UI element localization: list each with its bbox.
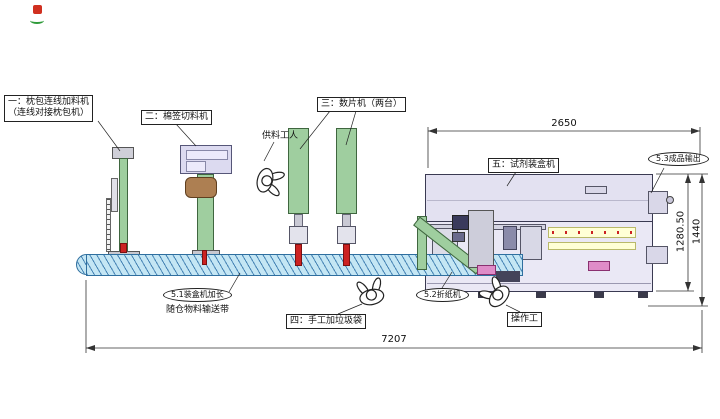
output-bracket-top [648, 191, 668, 214]
counter-a-head [289, 226, 308, 244]
cartoner-leg [638, 292, 648, 298]
callout-cartoner-machine: 五：试剂装盒机 [488, 158, 560, 174]
callout-product-output: 5.3成品输出 [648, 152, 709, 166]
cartoner-mid-box [520, 226, 542, 260]
callout-feeder-line2: （连线对接枕包机） [8, 108, 90, 119]
output-nozzle [666, 196, 674, 204]
logo-signature-icon [30, 17, 44, 24]
counter-a-chute [295, 244, 302, 266]
cartoner-pink-unit [588, 261, 610, 271]
callout-conveyor-line1: 5.1装盒机加长 [163, 288, 232, 302]
cartoner-leg [536, 292, 546, 298]
output-bracket-bottom [646, 246, 668, 264]
counter-b-chute [343, 244, 350, 266]
cartoner-top-band [425, 174, 653, 222]
callout-conveyor-line2: 随仓物料输送带 [166, 305, 230, 315]
counter-a-body [288, 128, 309, 214]
feeder-side-bracket [111, 178, 118, 212]
bag-worker-icon [356, 277, 385, 306]
dim-right-outer-height: 1440 [691, 218, 703, 245]
carton-tray-dots [552, 231, 632, 234]
folder-pink-unit [477, 265, 496, 275]
logo-stamp-icon [33, 5, 42, 14]
cartoner-base-line [427, 283, 651, 284]
cartoner-inner-line [427, 200, 651, 201]
folder-sub-unit [452, 232, 465, 242]
dim-total-length: 7207 [381, 334, 407, 345]
callout-cutter-machine: 二：棉签切料机 [141, 110, 213, 126]
cutter-head-inner2 [186, 161, 206, 172]
callout-feeder-line1: 一：枕包连线加料机 [8, 97, 90, 107]
counter-b-body [336, 128, 357, 214]
callout-feeder-machine: 一：枕包连线加料机 （连线对接枕包机） [4, 95, 94, 122]
folder-head-unit [452, 215, 469, 230]
feeder-column [119, 158, 128, 253]
feeder-worker-icon [256, 167, 285, 197]
cutter-feed-slot [202, 250, 207, 265]
dim-top-width: 2650 [551, 118, 577, 129]
corner-logo [30, 5, 48, 25]
operator-worker-icon [478, 276, 510, 308]
cartoner-leg [594, 292, 604, 298]
cutter-head-box [180, 145, 232, 174]
callout-counter-machine: 三：数片机（两台） [317, 97, 407, 113]
feeder-ruler [106, 198, 111, 252]
callout-feeder-worker: 供料工人 [262, 131, 299, 141]
callout-operator: 操作工 [507, 312, 543, 328]
cutter-cotton-coil [185, 177, 217, 198]
cartoner-mid-unit [503, 226, 517, 250]
dim-right-inner-height: 1280.50 [675, 210, 687, 253]
counter-b-head [337, 226, 356, 244]
folder-tower [468, 210, 494, 268]
feeder-red-part [120, 243, 127, 253]
callout-manual-bag: 四：手工加垃圾袋 [286, 314, 367, 330]
callout-folder-machine: 5.2折纸机 [416, 288, 469, 302]
folder-vertical-guide [417, 216, 427, 270]
folder-base-block [496, 271, 520, 282]
carton-tray-lower [548, 242, 636, 250]
cutter-head-inner [186, 150, 228, 160]
cartoner-top-detail [585, 186, 607, 194]
conveyor-belt [86, 254, 523, 276]
